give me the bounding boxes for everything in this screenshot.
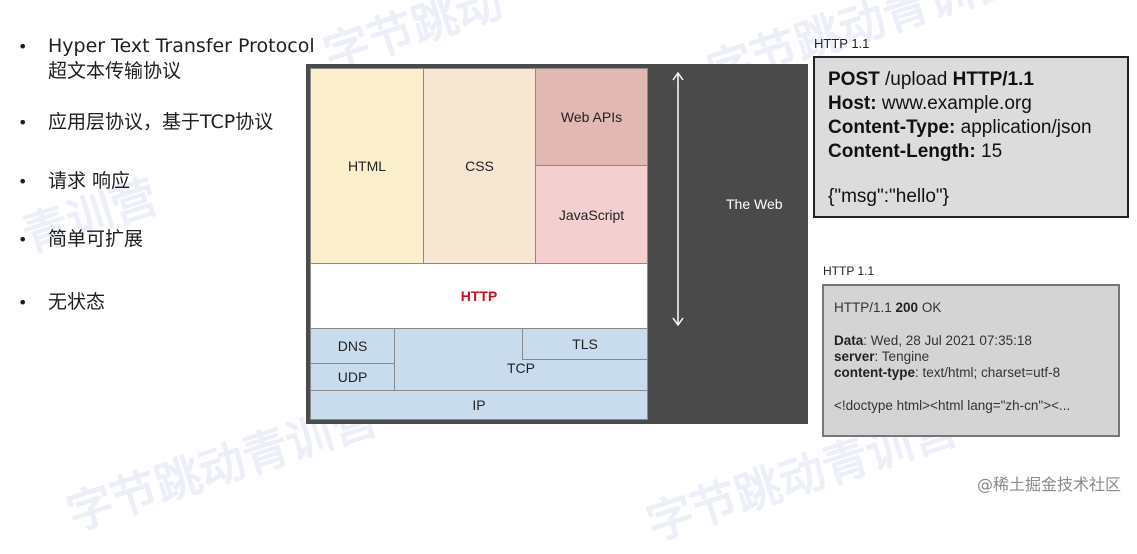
response-content-type-header: content-type: text/html; charset=utf-8 [834,365,1061,380]
http-block: HTTP [310,263,648,329]
response-title: HTTP 1.1 [823,264,875,278]
bullet-dot: • [18,293,28,312]
bullet-text: 请求 响应 [48,170,131,192]
source-credit: @稀土掘金技术社区 [976,475,1121,494]
bullet-dot: • [18,113,28,132]
the-web-label: The Web [726,196,783,212]
bullet-text: 简单可扩展 [48,228,144,250]
html-block: HTML [310,68,424,264]
ip-block: IP [310,390,648,420]
web-stack-diagram: HTML CSS Web APIs JavaScript HTTP DNS UD… [306,64,808,424]
response-body: <!doctype html><html lang="zh-cn"><... [834,398,1071,413]
response-status-line: HTTP/1.1 200 OK [834,300,942,315]
bullet-text: 无状态 [48,291,106,313]
bullet-dot: • [18,172,28,191]
request-host-header: Host: www.example.org [828,93,1032,114]
request-content-length-header: Content-Length: 15 [828,141,1003,162]
request-title: HTTP 1.1 [814,36,870,51]
tls-block: TLS [522,328,648,360]
response-date-header: Data: Wed, 28 Jul 2021 07:35:18 [834,333,1032,348]
response-server-header: server: Tengine [834,349,930,364]
bullet-text: 应用层协议，基于TCP协议 [48,111,274,133]
request-body: {"msg":"hello"} [828,186,949,207]
bullet-text: Hyper Text Transfer Protocol 超文本传输协议 [48,35,315,82]
dns-block: DNS [310,328,395,364]
css-block: CSS [423,68,536,264]
http-response-example: HTTP/1.1 200 OK Data: Wed, 28 Jul 2021 0… [822,284,1120,437]
request-line: POST /upload HTTP/1.1 [828,69,1034,90]
double-arrow-icon [672,71,684,327]
udp-block: UDP [310,363,395,391]
http-request-example: POST /upload HTTP/1.1 Host: www.example.… [813,56,1129,218]
web-apis-block: Web APIs [535,68,648,166]
javascript-block: JavaScript [535,165,648,264]
tcp-label: TCP [507,360,535,376]
bullet-dot: • [18,37,28,56]
bullet-dot: • [18,230,28,249]
request-content-type-header: Content-Type: application/json [828,117,1092,138]
